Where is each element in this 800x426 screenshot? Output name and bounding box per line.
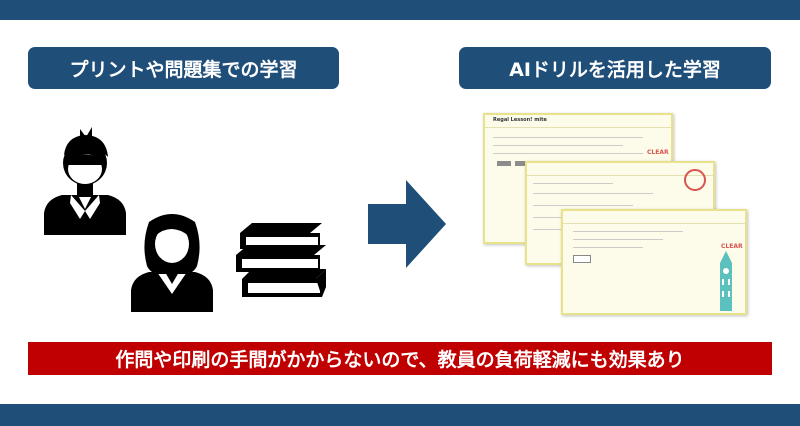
correct-circle-mark [684,169,706,191]
right-section-label: AIドリルを活用した学習 [459,47,771,89]
right-arrow-icon [368,180,446,268]
girl-person-icon [131,214,213,312]
clear-badge: CLEAR [647,149,669,156]
boy-person-icon [44,127,126,235]
bottom-bar [0,404,800,426]
clear-badge: CLEAR [721,243,743,250]
screen-brand: Regal Lesson! mite [493,117,547,123]
clock-tower-icon [720,251,732,311]
books-stack-icon [236,223,326,297]
drill-screen-3: CLEAR [561,209,747,315]
top-bar [0,0,800,20]
left-section-label: プリントや問題集での学習 [28,47,339,89]
benefit-banner: 作問や印刷の手間がかからないので、教員の負荷軽減にも効果あり [28,342,772,375]
